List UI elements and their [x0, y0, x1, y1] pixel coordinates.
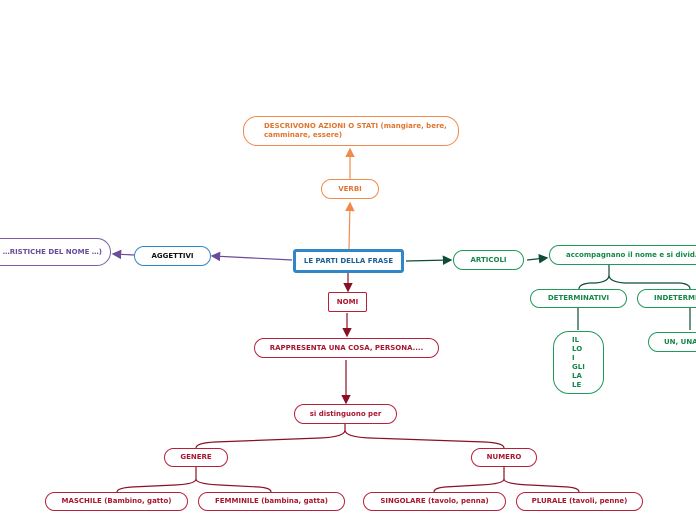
edge-distinguono-split — [195, 424, 505, 449]
verbi-description-node[interactable]: DESCRIVONO AZIONI O STATI (mangiare, ber… — [243, 116, 459, 146]
aggettivi-node[interactable]: AGGETTIVI — [134, 246, 211, 266]
indeterminativi-node[interactable]: INDETERMI… — [637, 289, 696, 308]
indeterminativi-list-node[interactable]: UN, UNA… — [648, 332, 696, 352]
femminile-node[interactable]: FEMMINILE (bambina, gatta) — [198, 492, 345, 511]
determinativi-node[interactable]: DETERMINATIVI — [530, 289, 627, 308]
article-item: IL — [572, 335, 580, 344]
verbi-node[interactable]: VERBI — [321, 179, 379, 199]
edge-central-aggettivi — [210, 251, 293, 262]
nomi-description-node[interactable]: RAPPRESENTA UNA COSA, PERSONA.... — [254, 338, 439, 358]
singolare-node[interactable]: SINGOLARE (tavolo, penna) — [363, 492, 506, 511]
article-item: LE — [572, 380, 582, 389]
articoli-node[interactable]: ARTICOLI — [453, 250, 524, 270]
articoli-description-node[interactable]: accompagnano il nome e si divid… — [549, 245, 696, 265]
edge-aggettivi-description — [111, 249, 135, 260]
edge-central-verbi — [345, 201, 355, 250]
article-item: GLI — [572, 362, 585, 371]
article-item: LA — [572, 371, 582, 380]
edge-articoli-split — [578, 265, 691, 290]
article-item: I — [572, 353, 575, 362]
maschile-node[interactable]: MASCHILE (Bambino, gatto) — [45, 492, 188, 511]
edge-central-articoli — [405, 255, 453, 265]
aggettivi-description-node[interactable]: …RISTICHE DEL NOME …) — [0, 238, 111, 266]
genere-node[interactable]: GENERE — [164, 448, 228, 467]
article-item: LO — [572, 344, 583, 353]
determinativi-list-node[interactable]: IL LO I GLI LA LE — [553, 331, 604, 394]
central-node[interactable]: LE PARTI DELLA FRASE — [293, 249, 404, 273]
plurale-node[interactable]: PLURALE (tavoli, penne) — [516, 492, 643, 511]
edge-numero-split — [433, 467, 580, 493]
edge-genere-split — [116, 467, 272, 493]
distinguono-node[interactable]: si distinguono per — [294, 404, 397, 424]
edge-articoli-description — [526, 253, 549, 264]
nomi-node[interactable]: NOMI — [328, 292, 367, 312]
numero-node[interactable]: NUMERO — [471, 448, 537, 467]
